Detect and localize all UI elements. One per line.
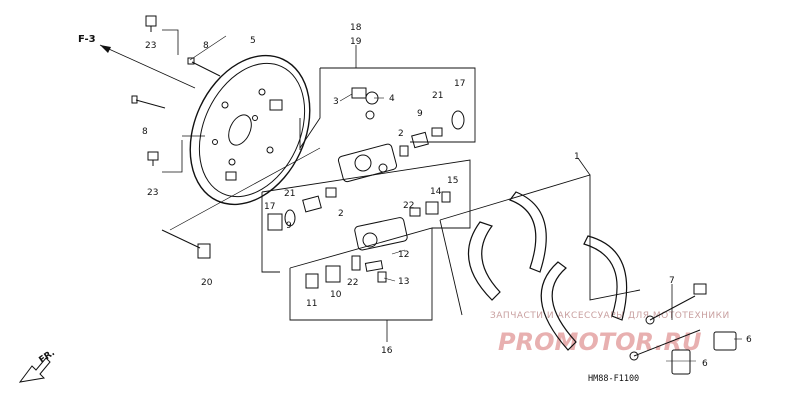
callout-3: 3: [333, 97, 339, 107]
callout-6-right: 6: [746, 335, 752, 345]
section-code: F-3: [78, 34, 96, 45]
leader-1: [577, 157, 591, 176]
callout-23-top: 23: [145, 41, 156, 51]
bracket-23-top: [162, 29, 179, 55]
callout-2-lower: 2: [338, 209, 344, 219]
callout-18: 18: [350, 23, 362, 33]
callout-9-upper: 9: [417, 109, 423, 119]
brake-panel: [189, 54, 311, 206]
callout-14: 14: [430, 187, 442, 197]
callout-19: 19: [350, 37, 362, 47]
lower-cylinder-frame: [261, 159, 471, 273]
callout-21-lower: 21: [284, 189, 295, 199]
section-arrow: [99, 44, 196, 89]
callout-12: 12: [398, 250, 409, 260]
leader-lines: [189, 35, 742, 362]
figure-code: HM88-F1100: [588, 374, 639, 384]
callout-22-lower: 22: [347, 278, 358, 288]
bolt-20: [161, 229, 211, 259]
callout-9-lower: 9: [286, 221, 292, 231]
callout-17-lower: 17: [264, 202, 275, 212]
front-direction-arrow: [18, 357, 51, 383]
callout-20: 20: [201, 278, 213, 288]
upper-cylinder-frame: [299, 67, 476, 150]
watermark-logo: PROMOTOR.RU: [498, 328, 702, 356]
callout-4: 4: [389, 94, 395, 104]
callout-6-bottom: 6: [702, 359, 708, 369]
callout-15: 15: [447, 176, 458, 186]
guide-line-20: [169, 147, 321, 231]
callout-2-upper: 2: [398, 129, 404, 139]
callout-22-upper: 22: [403, 201, 414, 211]
bolt-8-top: [187, 57, 221, 77]
callout-7: 7: [669, 276, 675, 286]
bottom-assembly-frame: [289, 227, 433, 321]
callout-8-left: 8: [142, 127, 148, 137]
callout-21-upper: 21: [432, 91, 443, 101]
callout-1: 1: [574, 152, 580, 162]
callout-5: 5: [250, 36, 256, 46]
wear-indicator-parts: [629, 283, 737, 375]
bracket-23-bottom: [162, 140, 183, 173]
callout-13: 13: [398, 277, 409, 287]
callout-17-upper: 17: [454, 79, 465, 89]
watermark-text: ЗАПЧАСТИ И АКСЕССУАРЫ ДЛЯ МОТОТЕХНИКИ: [490, 311, 730, 321]
wheel-cylinder-lower: [305, 217, 408, 289]
callout-8-top: 8: [203, 41, 209, 51]
bolt-23-bottom: [147, 151, 159, 166]
brake-shoes: [467, 191, 628, 351]
callout-23-bottom: 23: [147, 188, 158, 198]
bolt-8-left: [131, 95, 166, 109]
callout-16: 16: [381, 346, 393, 356]
callout-11: 11: [306, 299, 317, 309]
lower-cylinder-parts: [267, 187, 451, 231]
bolt-23-top: [145, 15, 157, 32]
callout-10: 10: [330, 290, 342, 300]
brake-shoe-frame: [439, 174, 641, 316]
